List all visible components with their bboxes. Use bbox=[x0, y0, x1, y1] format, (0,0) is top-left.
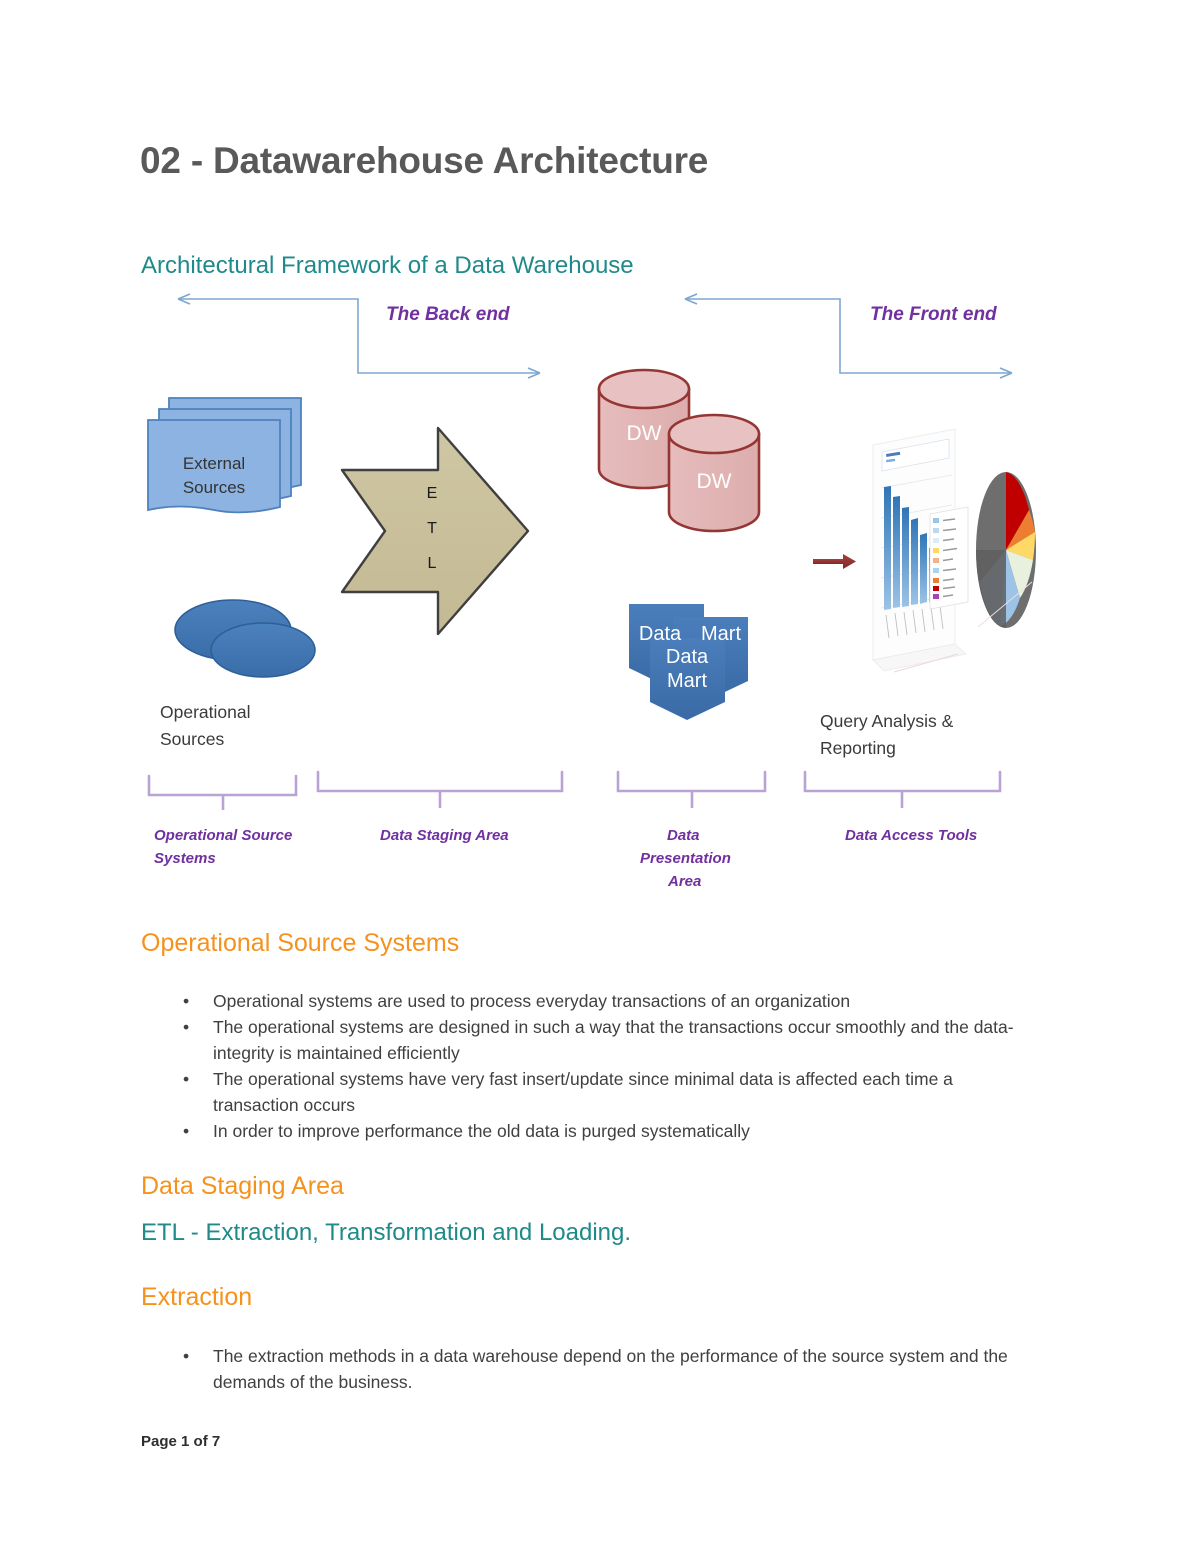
list-item-text: In order to improve performance the old … bbox=[213, 1121, 750, 1141]
bullet-glyph: • bbox=[183, 1121, 190, 1141]
brace-label-4-line1: Data Access Tools bbox=[845, 827, 978, 844]
dw-cylinder-2 bbox=[667, 413, 761, 533]
etl-arrow-shape bbox=[340, 426, 530, 636]
brace-label-1-line2: Systems bbox=[154, 850, 216, 867]
dashboard-input-arrow-icon bbox=[813, 554, 856, 569]
heading-data-staging-area: Data Staging Area bbox=[141, 1172, 344, 1200]
brace-label-3-line1: Data bbox=[667, 827, 700, 844]
list-item-text: Operational systems are used to process … bbox=[213, 991, 851, 1011]
bullet-glyph: • bbox=[183, 1069, 190, 1089]
query-analysis-label-line1: Query Analysis & bbox=[820, 711, 954, 731]
diagram-heading: Architectural Framework of a Data Wareho… bbox=[141, 252, 634, 279]
list-item: • The extraction methods in a data wareh… bbox=[141, 1343, 1041, 1395]
bi-dashboard-graphic bbox=[872, 428, 1036, 673]
list-item: • The operational systems have very fast… bbox=[141, 1066, 1041, 1118]
data-mart-shapes bbox=[629, 604, 748, 720]
brace-label-3-line3: Area bbox=[668, 873, 702, 890]
diagram-canvas bbox=[147, 293, 1036, 810]
page-title: 02 - Datawarehouse Architecture bbox=[140, 140, 709, 181]
list-item-text: The extraction methods in a data warehou… bbox=[213, 1346, 1008, 1392]
heading-operational-source-systems: Operational Source Systems bbox=[141, 929, 460, 957]
list-item-text: The operational systems have very fast i… bbox=[213, 1069, 953, 1115]
brace-data-staging-area bbox=[316, 770, 564, 808]
list-item: • In order to improve performance the ol… bbox=[141, 1118, 1041, 1144]
dw-cylinder-1 bbox=[597, 368, 691, 490]
operational-sources-label-line1: Operational bbox=[160, 702, 251, 722]
query-analysis-label-line2: Reporting bbox=[820, 738, 896, 758]
external-sources-shape bbox=[147, 397, 302, 514]
brace-data-access-tools bbox=[803, 770, 1002, 808]
bullet-glyph: • bbox=[183, 1346, 190, 1366]
list-item-text: The operational systems are designed in … bbox=[213, 1017, 1014, 1063]
subheading-etl: ETL - Extraction, Transformation and Loa… bbox=[141, 1219, 632, 1246]
operational-sources-shape bbox=[174, 599, 316, 678]
bullet-glyph: • bbox=[183, 1017, 190, 1037]
brace-label-3-line2: Presentation bbox=[640, 850, 731, 867]
operational-sources-label-line2: Sources bbox=[160, 729, 225, 749]
architecture-diagram: The Back end The Front end External Sour… bbox=[140, 282, 1040, 902]
frontend-label: The Front end bbox=[870, 304, 997, 325]
bullet-glyph: • bbox=[183, 991, 190, 1011]
bullet-list-extraction: • The extraction methods in a data wareh… bbox=[141, 1343, 1041, 1395]
brace-label-2-line1: Data Staging Area bbox=[380, 827, 509, 844]
list-item: • The operational systems are designed i… bbox=[141, 1014, 1041, 1066]
brace-label-1-line1: Operational Source bbox=[154, 827, 293, 844]
page-footer: Page 1 of 7 bbox=[141, 1433, 221, 1450]
frontend-arrow-connector bbox=[684, 293, 1013, 379]
heading-extraction: Extraction bbox=[141, 1283, 253, 1311]
backend-arrow-connector bbox=[177, 293, 541, 379]
brace-data-presentation-area bbox=[616, 770, 767, 808]
backend-label: The Back end bbox=[386, 304, 510, 325]
brace-operational-source-systems bbox=[147, 774, 298, 810]
list-item: • Operational systems are used to proces… bbox=[141, 988, 1041, 1014]
bullet-list-operational-source-systems: • Operational systems are used to proces… bbox=[141, 988, 1041, 1144]
